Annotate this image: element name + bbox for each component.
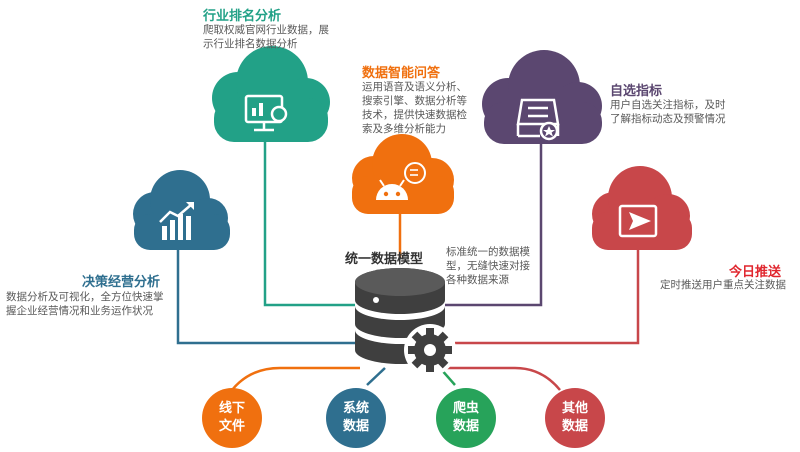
dashboard-chart-icon — [244, 94, 288, 132]
cloud-push — [592, 166, 692, 250]
chatbot-icon — [376, 162, 426, 200]
node-title-decision: 决策经营分析 — [82, 275, 161, 290]
node-desc-decision: 数据分析及可视化，全方位快速掌 握企业经营情况和业务运作状况 — [6, 291, 164, 317]
node-desc-push: 定时推送用户重点关注数据 — [660, 279, 786, 291]
cloud-industry — [212, 46, 330, 142]
source-circle-crawler-data — [436, 388, 496, 448]
source-label-offline-files: 线下 文件 — [218, 401, 245, 434]
connector-source-4 — [440, 366, 561, 391]
database-gear-icon — [355, 268, 456, 376]
connector-decision — [176, 247, 355, 345]
send-arrow-icon — [618, 204, 658, 238]
connector-custom — [445, 142, 543, 307]
source-label-system-data: 系统 数据 — [342, 401, 369, 434]
cloud-qa — [352, 134, 454, 214]
source-circle-other-data — [545, 388, 605, 448]
node-title-industry: 行业排名分析 — [203, 9, 282, 24]
node-title-custom: 自选指标 — [610, 84, 663, 99]
node-desc-qa: 运用语音及语义分析、 搜索引擎、数据分析等 技术，提供快速数据检 索及多维分析能… — [362, 81, 467, 135]
node-title-push: 今日推送 — [729, 265, 782, 280]
source-circle-offline-files — [202, 388, 262, 448]
node-desc-industry: 爬取权威官网行业数据，展 示行业排名数据分析 — [203, 24, 329, 50]
connector-source-2 — [366, 367, 386, 386]
connector-source-1 — [231, 366, 360, 391]
center-title: 统一数据模型 — [345, 252, 424, 267]
inbox-star-icon — [516, 98, 560, 141]
connector-push — [455, 247, 640, 345]
source-circle-system-data — [326, 388, 386, 448]
node-desc-custom: 用户自选关注指标，及时 了解指标动态及预警情况 — [610, 99, 726, 125]
connector-industry — [263, 140, 355, 307]
cloud-decision — [133, 170, 230, 250]
bar-chart-trend-icon — [159, 202, 194, 240]
node-title-qa: 数据智能问答 — [362, 66, 441, 81]
source-label-other-data: 其他 数据 — [561, 401, 588, 434]
source-label-crawler-data: 爬虫 数据 — [452, 401, 479, 434]
center-desc: 标准统一的数据模 型，无缝快速对接 各种数据来源 — [446, 246, 530, 286]
